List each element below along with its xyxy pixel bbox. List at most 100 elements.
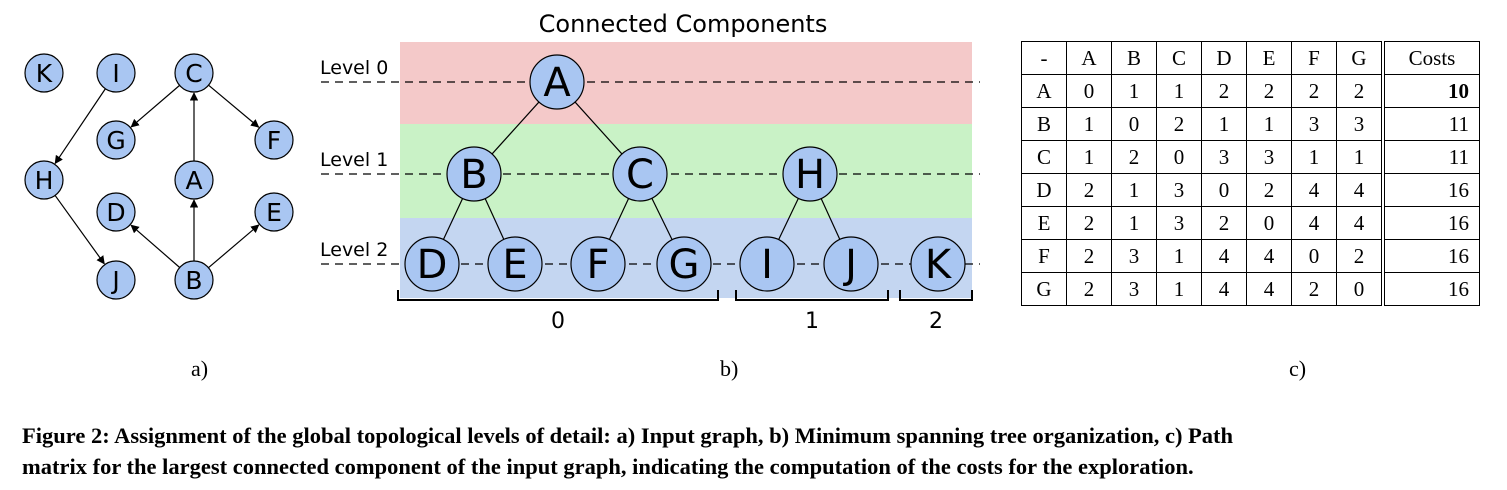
- matrix-cell: 1: [1336, 140, 1384, 174]
- matrix-cell: 0: [1336, 272, 1384, 306]
- graph-a-node: E: [254, 192, 294, 232]
- component-label: 1: [805, 309, 819, 334]
- graph-a-node: C: [174, 53, 214, 93]
- matrix-row-header: G: [1021, 272, 1067, 306]
- matrix-cell: 1: [1066, 107, 1112, 141]
- tree-node: H: [782, 146, 838, 202]
- cost-cell: 16: [1381, 206, 1480, 240]
- tree-edge: [484, 198, 505, 240]
- matrix-col-header: F: [1291, 41, 1337, 75]
- component-bracket: [397, 290, 719, 301]
- tree-node-label: H: [795, 152, 825, 198]
- matrix-cell: 2: [1156, 107, 1202, 141]
- component-label: 2: [929, 309, 943, 334]
- cost-cell: 11: [1381, 140, 1480, 174]
- graph-a-node: K: [24, 53, 64, 93]
- tree-node-label: E: [502, 242, 527, 288]
- component-label: 0: [551, 309, 565, 334]
- costs-header: Costs: [1381, 41, 1480, 75]
- tree-edge: [778, 198, 799, 240]
- graph-a-node: D: [96, 192, 136, 232]
- matrix-col-header: E: [1246, 41, 1292, 75]
- matrix-cell: 1: [1111, 206, 1157, 240]
- matrix-cell: 2: [1201, 74, 1247, 108]
- matrix-cell: 1: [1066, 140, 1112, 174]
- matrix-cell: 3: [1156, 173, 1202, 207]
- tree-title: Connected Components: [539, 10, 828, 38]
- graph-a-node-label: H: [35, 166, 54, 195]
- graph-a-node-label: A: [185, 166, 202, 195]
- matrix-cell: 2: [1246, 74, 1292, 108]
- matrix-cell: 1: [1246, 107, 1292, 141]
- component-bracket: [735, 290, 889, 301]
- graph-a-node-label: E: [266, 198, 282, 227]
- matrix-corner: -: [1021, 41, 1067, 75]
- matrix-cell: 1: [1111, 173, 1157, 207]
- matrix-cell: 3: [1111, 239, 1157, 273]
- level-label: Level 2: [320, 239, 388, 261]
- graph-a-node: H: [24, 160, 64, 200]
- matrix-cell: 0: [1111, 107, 1157, 141]
- tree-edge: [491, 101, 540, 155]
- tree-node: D: [404, 236, 460, 292]
- sublabel-a: a): [191, 356, 209, 381]
- matrix-row-header: E: [1021, 206, 1067, 240]
- graph-a-edge: [208, 224, 260, 269]
- graph-a-edge: [54, 88, 106, 165]
- graph-a-node: A: [174, 160, 214, 200]
- matrix-cell: 2: [1246, 173, 1292, 207]
- tree-node-label: I: [761, 242, 773, 288]
- cost-cell: 16: [1381, 239, 1480, 273]
- graph-a-node-label: B: [185, 266, 202, 295]
- matrix-cell: 4: [1291, 173, 1337, 207]
- sublabel-c: c): [1289, 356, 1307, 381]
- matrix-header-row: - A B C D E F G Costs: [1021, 41, 1480, 75]
- tree-edge: [608, 198, 630, 240]
- graph-a-node-label: D: [106, 198, 125, 227]
- cost-cell: 10: [1381, 74, 1480, 108]
- graph-a-node: B: [174, 260, 214, 300]
- tree-node-label: G: [669, 242, 700, 288]
- matrix-cell: 3: [1336, 107, 1384, 141]
- matrix-row-header: D: [1021, 173, 1067, 207]
- matrix-row-header: F: [1021, 239, 1067, 273]
- caption-line-2: matrix for the largest connected compone…: [22, 454, 1194, 479]
- tree-node: K: [910, 236, 966, 292]
- matrix-cell: 4: [1246, 239, 1292, 273]
- graph-a-edge: [130, 224, 181, 268]
- matrix-row-header: B: [1021, 107, 1067, 141]
- cost-cell: 11: [1381, 107, 1480, 141]
- tree-node: F: [570, 236, 626, 292]
- matrix-cell: 2: [1111, 140, 1157, 174]
- matrix-cell: 0: [1066, 74, 1112, 108]
- component-bracket: [899, 290, 973, 301]
- cost-cell: 16: [1381, 272, 1480, 306]
- matrix-cell: 4: [1291, 206, 1337, 240]
- tree-node: I: [739, 236, 795, 292]
- tree-node-label: B: [460, 152, 487, 198]
- matrix-cell: 2: [1066, 272, 1112, 306]
- tree-edge: [442, 198, 464, 240]
- tree-node: E: [487, 236, 543, 292]
- matrix-cell: 4: [1201, 272, 1247, 306]
- graph-a-node: J: [96, 260, 136, 300]
- sublabel-b: b): [720, 356, 739, 381]
- figure-caption: Figure 2: Assignment of the global topol…: [22, 420, 1497, 482]
- matrix-cell: 1: [1156, 74, 1202, 108]
- tree-node: A: [529, 54, 585, 110]
- tree-node: B: [446, 146, 502, 202]
- level-band: [400, 42, 972, 124]
- graph-a-edge: [54, 195, 105, 265]
- matrix-cell: 1: [1156, 272, 1202, 306]
- matrix-cell: 0: [1156, 140, 1202, 174]
- matrix-cell: 3: [1201, 140, 1247, 174]
- matrix-cell: 2: [1336, 239, 1384, 273]
